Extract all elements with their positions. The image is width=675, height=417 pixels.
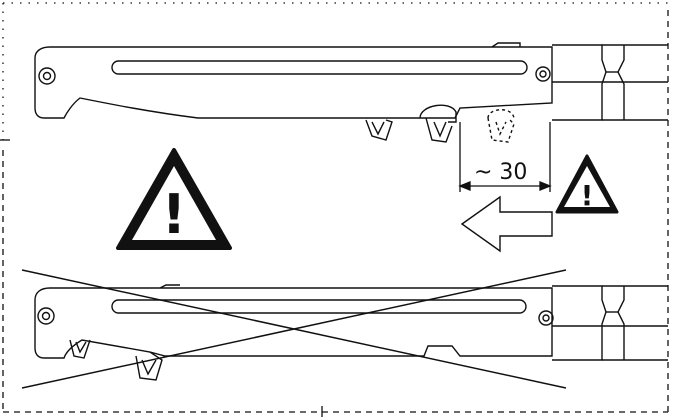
warning-mark-large: ! xyxy=(162,183,187,246)
dimension-30 xyxy=(458,122,552,192)
runner-correct xyxy=(34,42,668,143)
dimension-label: ~ 30 xyxy=(474,160,527,185)
cross-out-icon xyxy=(21,269,567,389)
arrow-left-icon xyxy=(460,195,553,253)
warning-mark-small: ! xyxy=(581,179,594,212)
warning-triangle-large-icon: ! xyxy=(116,148,232,250)
runner-incorrect xyxy=(34,284,668,381)
warning-triangle-small-icon: ! xyxy=(555,154,619,214)
